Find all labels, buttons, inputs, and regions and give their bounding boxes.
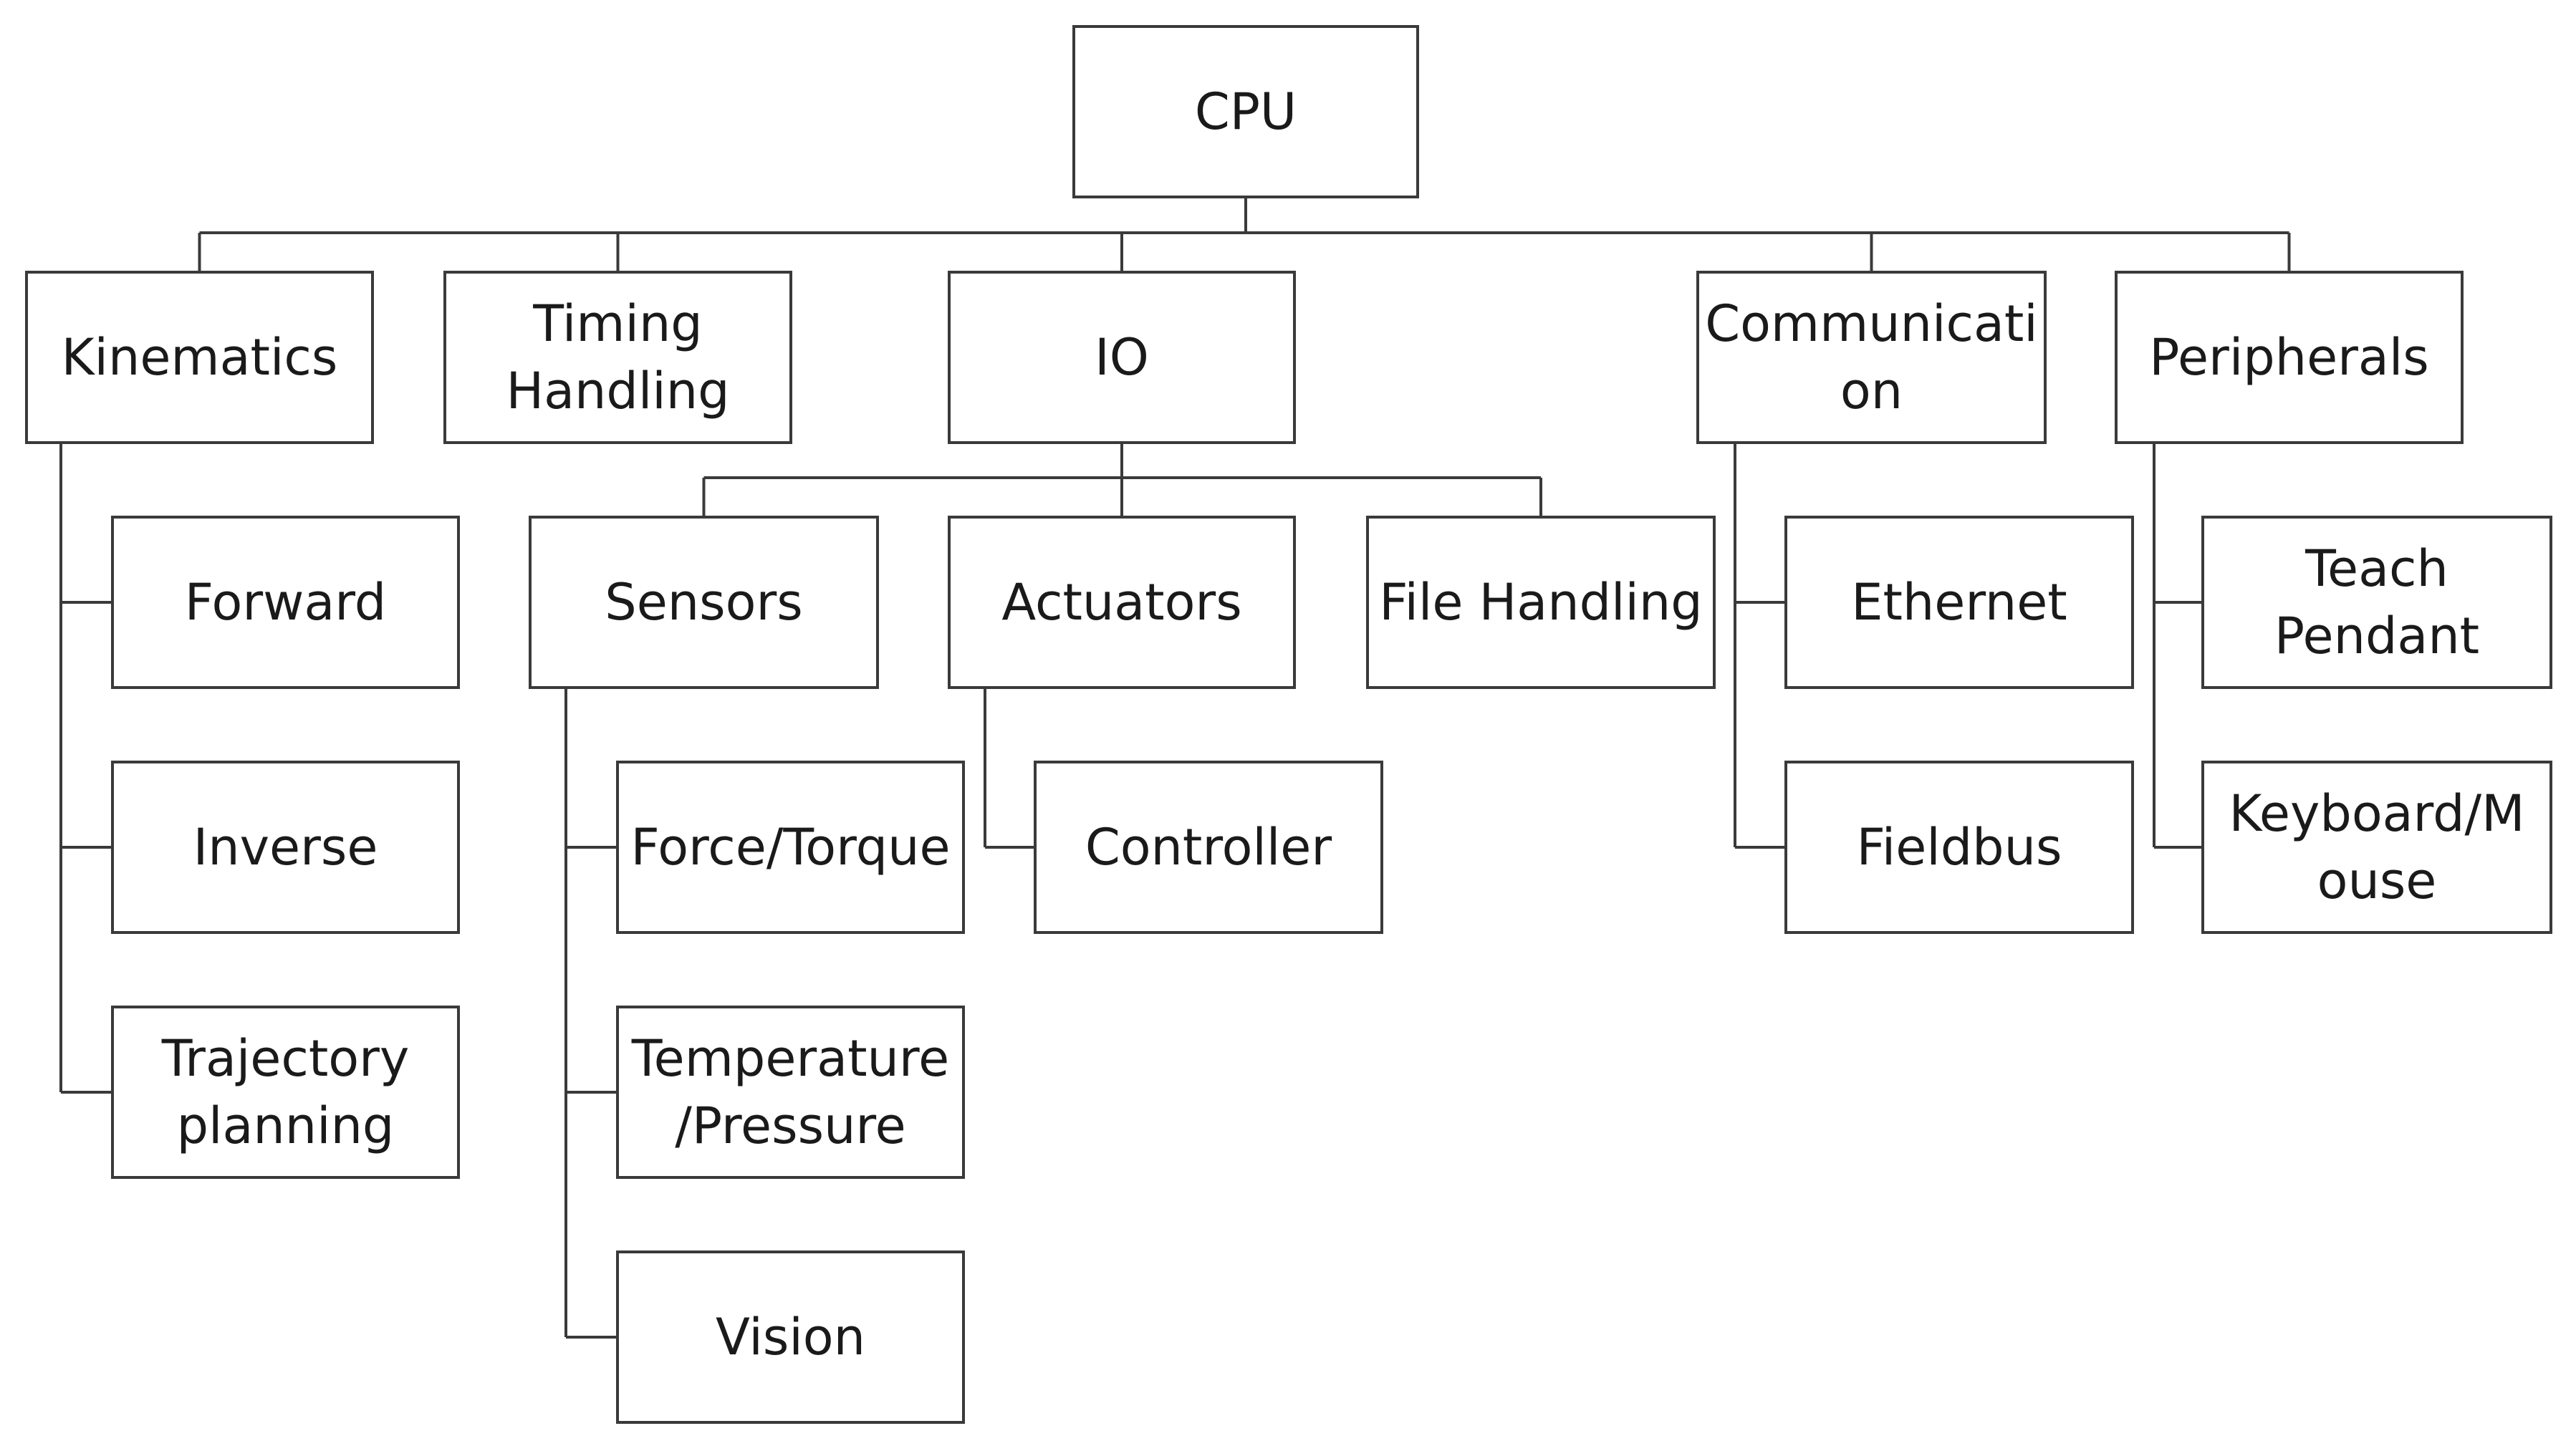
- node-communication: Communicati on: [1696, 271, 2047, 444]
- node-box: [1366, 516, 1716, 689]
- node-label-line: Timing: [532, 294, 703, 353]
- node-label-line: Temperature: [631, 1029, 949, 1088]
- node-label-line: Keyboard/M: [2229, 784, 2524, 843]
- node-label-line: Actuators: [1001, 573, 1241, 632]
- node-label-line: IO: [1095, 328, 1149, 387]
- node-box: [616, 1006, 965, 1179]
- node-fieldbus: Fieldbus: [1784, 761, 2134, 934]
- node-box: [948, 516, 1296, 689]
- node-label-line: Force/Torque: [630, 818, 950, 877]
- node-box: [111, 761, 460, 934]
- node-label-line: Sensors: [605, 573, 802, 632]
- node-label-line: Communicati: [1705, 294, 2038, 353]
- node-trajectory: Trajectory planning: [111, 1006, 460, 1179]
- node-force-torque: Force/Torque: [616, 761, 965, 934]
- node-box: [529, 516, 879, 689]
- node-controller: Controller: [1034, 761, 1383, 934]
- node-box: [111, 516, 460, 689]
- node-label-line: Controller: [1085, 818, 1332, 877]
- node-box: [616, 761, 965, 934]
- node-file-handling: File Handling: [1366, 516, 1716, 689]
- node-box: [1696, 271, 2047, 444]
- node-box: [1784, 516, 2134, 689]
- node-label-line: planning: [177, 1097, 395, 1155]
- node-sensors: Sensors: [529, 516, 879, 689]
- node-label-line: Fieldbus: [1857, 818, 2062, 877]
- node-io: IO: [948, 271, 1296, 444]
- node-box: [948, 271, 1296, 444]
- node-keyboard-mouse: Keyboard/M ouse: [2201, 761, 2552, 934]
- node-label-line: Handling: [506, 362, 729, 420]
- node-forward: Forward: [111, 516, 460, 689]
- node-temperature: Temperature/Pressure: [616, 1006, 965, 1179]
- node-label-line: /Pressure: [675, 1097, 906, 1155]
- node-label-line: on: [1840, 362, 1903, 420]
- connectors: [59, 197, 2291, 1339]
- node-inverse: Inverse: [111, 761, 460, 934]
- node-box: [616, 1250, 965, 1424]
- node-label-line: Vision: [716, 1308, 865, 1367]
- node-box: [2201, 761, 2552, 934]
- node-box: [2201, 516, 2552, 689]
- node-label-line: Ethernet: [1851, 573, 2067, 632]
- node-vision: Vision: [616, 1250, 965, 1424]
- node-label-line: CPU: [1195, 82, 1297, 141]
- node-peripherals: Peripherals: [2115, 271, 2464, 444]
- node-box: [2115, 271, 2464, 444]
- node-box: [1784, 761, 2134, 934]
- node-label-line: Peripherals: [2149, 328, 2428, 387]
- node-label-line: Teach: [2305, 539, 2448, 598]
- node-box: [25, 271, 374, 444]
- node-label-line: Kinematics: [62, 328, 338, 387]
- node-label-line: Forward: [185, 573, 387, 632]
- node-label-line: File Handling: [1379, 573, 1702, 632]
- node-label-line: Inverse: [193, 818, 378, 877]
- node-label-line: ouse: [2317, 852, 2437, 910]
- node-box: [1034, 761, 1383, 934]
- node-cpu: CPU: [1072, 25, 1419, 198]
- node-box: [443, 271, 792, 444]
- node-label-line: Trajectory: [161, 1029, 410, 1088]
- node-ethernet: Ethernet: [1784, 516, 2134, 689]
- node-box: [111, 1006, 460, 1179]
- node-label-line: Pendant: [2274, 607, 2479, 665]
- node-kinematics: Kinematics: [25, 271, 374, 444]
- node-actuators: Actuators: [948, 516, 1296, 689]
- node-box: [1072, 25, 1419, 198]
